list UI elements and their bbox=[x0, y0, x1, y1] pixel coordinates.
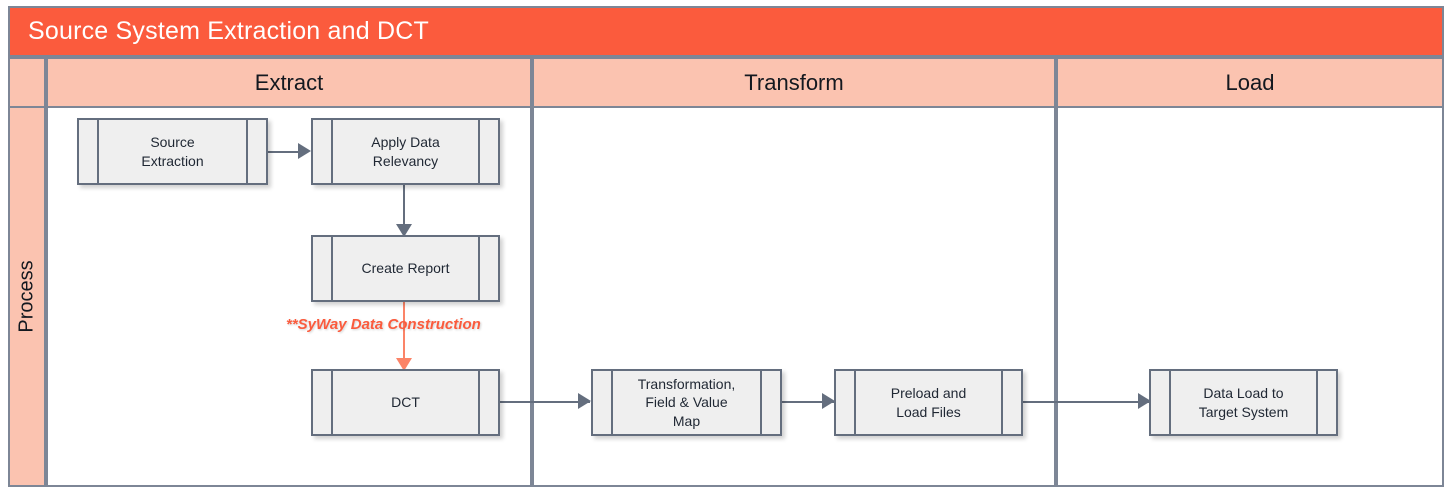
lane-label-text: Process bbox=[15, 260, 38, 333]
arrowhead-to-preload bbox=[822, 393, 835, 409]
node-apply-data-relevancy[interactable]: Apply Data Relevancy bbox=[311, 118, 500, 185]
arrowhead-to-transformation bbox=[578, 393, 591, 409]
phase-header-transform: Transform bbox=[532, 57, 1056, 108]
connector-preload-to-data-load bbox=[1022, 401, 1150, 403]
node-preload-and-load-files[interactable]: Preload and Load Files bbox=[834, 369, 1023, 436]
arrowhead-to-dct bbox=[396, 358, 412, 371]
phase-header-load: Load bbox=[1056, 57, 1444, 108]
node-label: Preload and Load Files bbox=[890, 385, 967, 420]
connector-dct-to-transformation bbox=[500, 401, 590, 403]
connector-apply-data-relevancy-to-create-report bbox=[403, 184, 405, 226]
connector-transformation-to-preload bbox=[782, 401, 838, 403]
node-source-extraction[interactable]: Source Extraction bbox=[77, 118, 268, 185]
arrowhead-to-create-report bbox=[396, 224, 412, 237]
node-transformation-field-value-map[interactable]: Transformation, Field & Value Map bbox=[591, 369, 782, 436]
node-label: Data Load to Target System bbox=[1198, 385, 1289, 420]
phase-header-extract: Extract bbox=[46, 57, 532, 108]
node-label: Source Extraction bbox=[141, 134, 204, 169]
connector-create-report-to-dct bbox=[403, 300, 405, 362]
annotation-syway-data-construction: **SyWay Data Construction bbox=[286, 316, 481, 333]
node-data-load-to-target-system[interactable]: Data Load to Target System bbox=[1149, 369, 1338, 436]
connector-source-extraction-to-apply-data-relevancy bbox=[268, 151, 304, 153]
node-label: DCT bbox=[391, 394, 420, 411]
arrowhead-to-data-load bbox=[1138, 393, 1151, 409]
diagram-title-bar: Source System Extraction and DCT bbox=[8, 6, 1444, 57]
phase-header-spacer bbox=[8, 57, 46, 108]
node-dct[interactable]: DCT bbox=[311, 369, 500, 436]
page-title: Source System Extraction and DCT bbox=[28, 17, 429, 45]
node-label: Create Report bbox=[361, 260, 450, 277]
node-create-report[interactable]: Create Report bbox=[311, 235, 500, 302]
arrowhead-to-apply-data-relevancy bbox=[298, 143, 311, 159]
node-label: Transformation, Field & Value Map bbox=[637, 375, 736, 429]
lane-header-process: Process bbox=[8, 106, 46, 487]
node-label: Apply Data Relevancy bbox=[371, 134, 440, 169]
